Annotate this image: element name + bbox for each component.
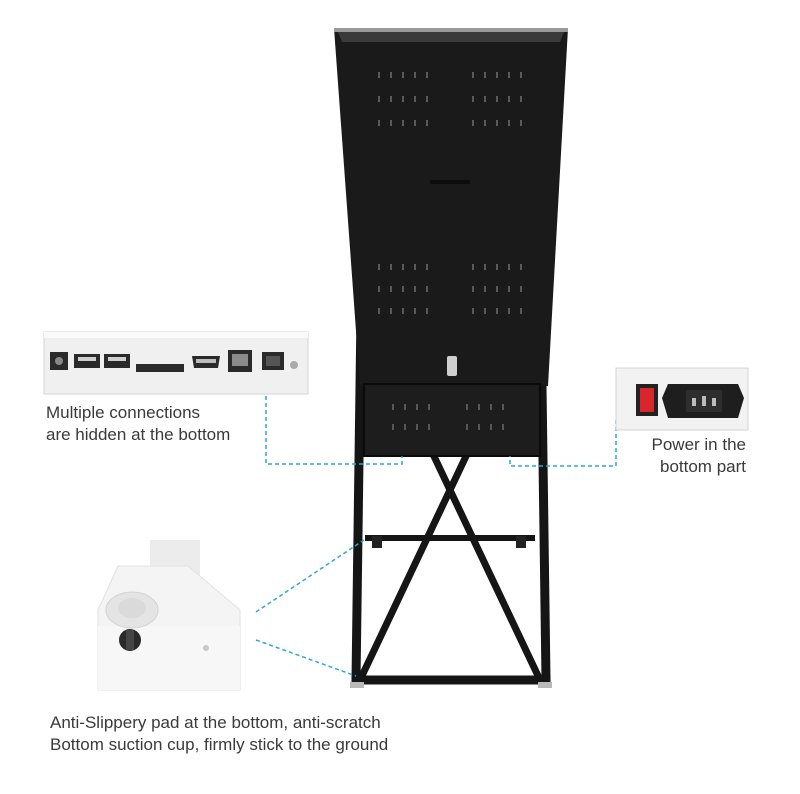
connections-insert	[43, 331, 309, 395]
caption-power: Power in the bottom part	[600, 434, 747, 478]
callout-lines	[255, 396, 617, 677]
caption-connections-line1: Multiple connections	[46, 403, 201, 422]
suction-pad-insert	[97, 540, 241, 691]
caption-connections-line2: are hidden at the bottom	[46, 425, 231, 444]
caption-pad-line2: Bottom suction cup, firmly stick to the …	[50, 735, 389, 754]
caption-power-line2: bottom part	[660, 457, 746, 476]
power-socket-icon	[262, 352, 284, 370]
caption-pad: Anti-Slippery pad at the bottom, anti-sc…	[50, 712, 388, 756]
bracket-left	[372, 536, 382, 548]
bracket-right	[516, 536, 526, 548]
ethernet-port-icon	[228, 350, 252, 372]
lock-latch	[447, 356, 457, 376]
caption-pad-line1: Anti-Slippery pad at the bottom, anti-sc…	[50, 713, 381, 732]
caption-connections: Multiple connections are hidden at the b…	[46, 402, 230, 446]
display-panel-rear	[334, 28, 568, 386]
foot-pad-right	[538, 682, 552, 688]
caption-power-line1: Power in the	[651, 435, 747, 454]
rocker-switch-icon	[636, 384, 658, 416]
foot-pad-left	[350, 682, 364, 688]
usb-port-icon	[104, 354, 130, 368]
power-socket-icon	[662, 384, 744, 418]
sata-port-icon	[136, 364, 184, 372]
suction-cup-icon	[105, 591, 159, 629]
usb-port-icon	[74, 354, 100, 368]
hdmi-port-icon	[192, 356, 220, 368]
dc-jack-icon	[50, 352, 68, 370]
power-insert	[615, 367, 749, 431]
bottom-connector-box	[363, 383, 541, 457]
